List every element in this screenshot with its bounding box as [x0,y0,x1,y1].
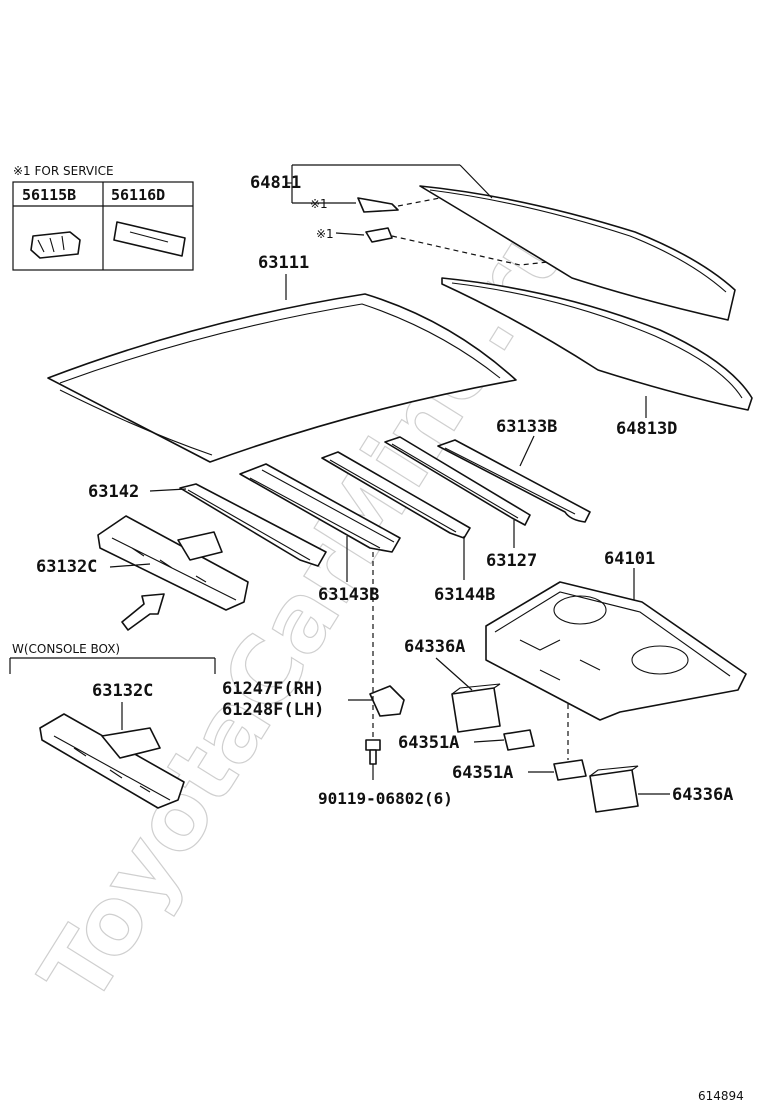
cushion-64351a-upper [503,729,535,751]
roof-header-panel-lower [39,713,185,809]
svg-text:61247F(RH): 61247F(RH) [222,679,324,699]
svg-text:63132C: 63132C [36,557,97,577]
roof-bow-63133b [437,439,591,523]
svg-text:※1: ※1 [310,197,328,211]
svg-text:64336A: 64336A [672,785,733,805]
label-64336a-lower: 64336A [638,785,733,805]
back-window-weatherstrip [441,277,753,411]
svg-text:63133B: 63133B [496,417,557,437]
service-box: ※1 FOR SERVICE 56115B 56116D [12,164,194,271]
label-63142: 63142 [88,482,187,502]
pad-56116d-icon [113,221,186,257]
label-64811: 64811 [250,164,493,204]
svg-text:64351A: 64351A [452,763,513,783]
label-63111: 63111 [258,253,309,300]
roof-bow-63143b [239,463,401,553]
svg-text:63144B: 63144B [434,585,495,605]
roof-side-bracket [369,552,405,740]
svg-text:※1: ※1 [316,227,334,241]
silencer-pad-64336a-upper [451,683,501,733]
console-box-section: W(CONSOLE BOX) 63132C [9,642,216,809]
rear-window-glass [419,185,736,321]
label-63132c-lower: 63132C [92,681,153,701]
console-box-title: W(CONSOLE BOX) [12,642,120,656]
silencer-pad-64336a-lower [589,765,639,813]
svg-text:63143B: 63143B [318,585,379,605]
package-tray-panel [485,581,747,721]
label-64351a-lower: 64351A [452,763,554,783]
roof-bow-63142 [179,483,327,567]
service-box-title: ※1 FOR SERVICE [13,164,114,178]
bolt-icon [365,739,381,780]
svg-text:64336A: 64336A [404,637,465,657]
svg-text:64101: 64101 [604,549,655,569]
svg-text:64811: 64811 [250,173,301,193]
label-63132c-upper: 63132C [36,557,151,577]
cushion-64351a-lower [553,704,587,781]
svg-text:63127: 63127 [486,551,537,571]
figure-id: 614894 [698,1089,744,1103]
roof-bow-63127 [384,436,531,526]
label-90119: 90119-06802(6) [318,789,453,808]
service-part-56115b: 56115B [22,186,76,204]
svg-text:63111: 63111 [258,253,309,273]
label-63143b: 63143B [318,536,379,605]
label-61247f-61248f: 61247F(RH) 61248F(LH) [222,679,372,720]
label-63127: 63127 [486,520,537,571]
clip-mark1-upper: ※1 [310,197,441,213]
label-63144b: 63144B [434,536,495,605]
svg-text:61248F(LH): 61248F(LH) [222,700,324,720]
roof-header-panel-upper [97,515,249,611]
service-part-56116d: 56116D [111,186,165,204]
clip-mark1-lower: ※1 [316,227,549,266]
label-64336a-upper: 64336A [404,637,473,691]
clip-56115b-icon [30,231,81,259]
svg-text:63142: 63142 [88,482,139,502]
roof-panel [47,293,517,463]
svg-text:64813D: 64813D [616,419,677,439]
label-64813d: 64813D [616,396,677,439]
roof-bow-63144b [321,451,471,539]
svg-text:64351A: 64351A [398,733,459,753]
front-arrow-icon [121,593,165,631]
label-64101: 64101 [604,549,655,600]
label-63133b: 63133B [496,417,557,467]
label-64351a-upper: 64351A [398,733,505,753]
